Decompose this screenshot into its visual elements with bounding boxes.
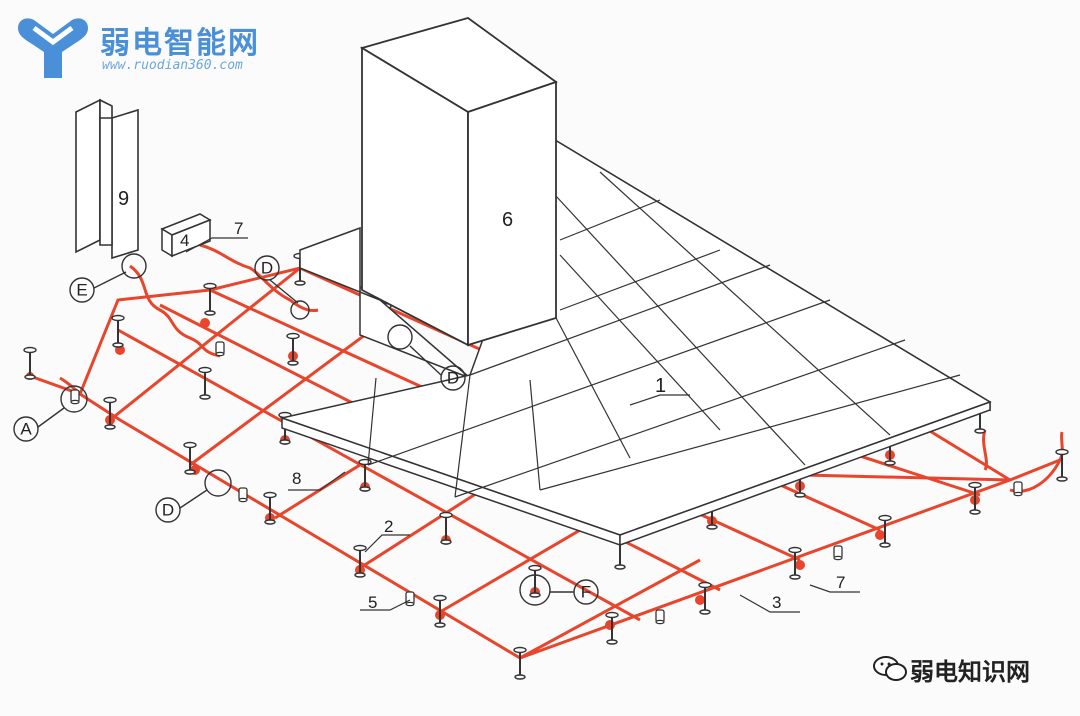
callout-leaders bbox=[185, 237, 860, 613]
label-panel: 1 bbox=[655, 375, 666, 397]
label-braided-wire-right: 7 bbox=[836, 573, 845, 592]
detail-label-a: A bbox=[20, 420, 32, 439]
detail-label-e: E bbox=[76, 281, 87, 300]
label-pedestal: 2 bbox=[384, 517, 393, 536]
label-braided-wire-top: 7 bbox=[234, 219, 243, 238]
braided-wire-e bbox=[129, 264, 221, 358]
footer-text: 弱电知识网 bbox=[910, 658, 1030, 686]
label-clamp: 5 bbox=[368, 593, 377, 612]
detail-label-f: F bbox=[581, 583, 591, 602]
label-perimeter-strip: 8 bbox=[292, 469, 301, 488]
steel-column bbox=[75, 98, 139, 260]
detail-label-d-top: D bbox=[261, 259, 273, 278]
brand-logo-icon bbox=[18, 18, 88, 79]
label-grid-strip: 3 bbox=[772, 593, 781, 612]
braided-wire-top bbox=[199, 243, 319, 312]
cabinet bbox=[359, 17, 558, 347]
label-steel-column: 9 bbox=[118, 188, 129, 210]
detail-markers bbox=[13, 253, 599, 606]
footer-watermark: 弱电知识网 bbox=[872, 648, 1072, 692]
detail-label-d-mid: D bbox=[447, 369, 459, 388]
brand-url: www.ruodian360.com bbox=[102, 58, 243, 73]
wechat-icon bbox=[873, 656, 907, 681]
detail-label-d-left: D bbox=[162, 501, 174, 520]
junction-box bbox=[160, 213, 212, 258]
braided-wire-right bbox=[982, 429, 988, 471]
label-junction-box: 4 bbox=[180, 231, 189, 250]
brand-watermark: 弱电智能网 www.ruodian360.com bbox=[14, 14, 294, 84]
brand-name: 弱电智能网 bbox=[100, 26, 260, 61]
panel-seams bbox=[367, 171, 961, 498]
label-cabinet: 6 bbox=[502, 209, 513, 231]
